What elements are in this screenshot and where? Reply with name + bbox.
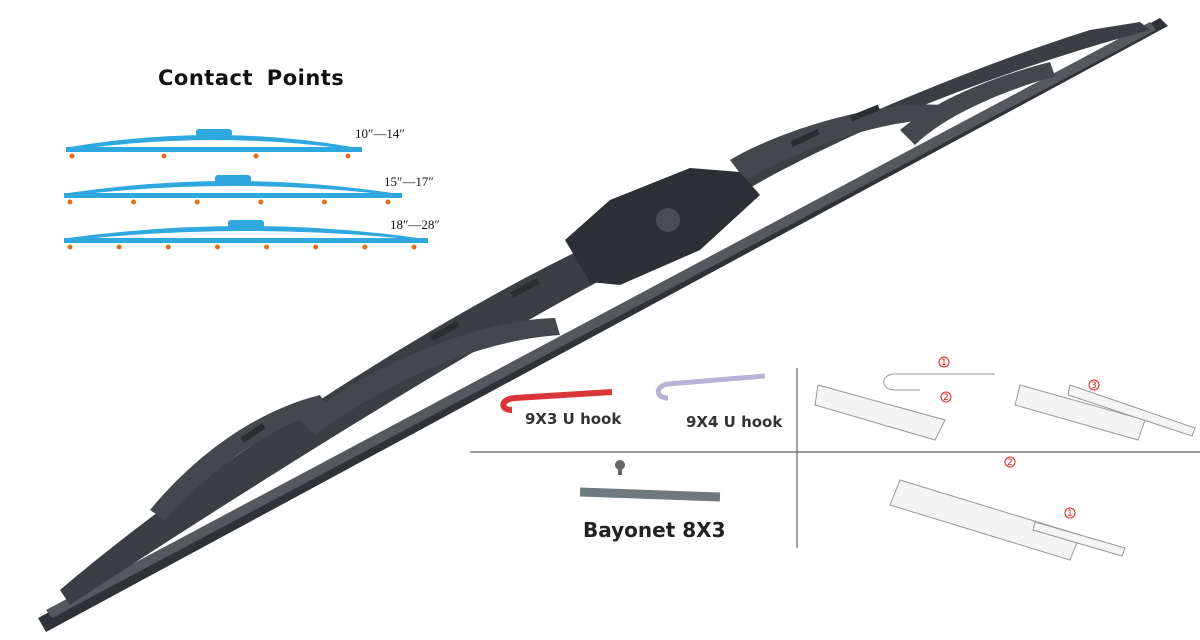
hook-9x3-label: 9X3 U hook	[525, 410, 622, 428]
size-label-10-14: 10″—14″	[355, 126, 405, 141]
size-label-15-17: 15″—17″	[384, 174, 434, 189]
wiper-blade	[38, 18, 1168, 632]
contact-points-title: Contact Points	[158, 66, 345, 90]
hook-9x4-label: 9X4 U hook	[686, 413, 783, 431]
size-label-18-28: 18″—28″	[390, 217, 440, 232]
bayonet-label: Bayonet 8X3	[583, 518, 726, 542]
